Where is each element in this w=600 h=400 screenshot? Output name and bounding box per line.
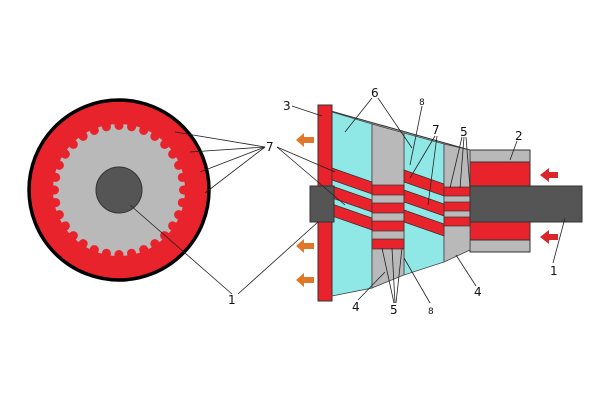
radial-blade	[177, 198, 204, 211]
label-1-left: 1	[228, 293, 236, 307]
leader-line	[189, 146, 266, 153]
leader-line	[381, 247, 395, 304]
blade-channel	[403, 209, 445, 237]
radial-blade	[127, 248, 140, 275]
radial-blade	[177, 169, 204, 182]
radial-blade	[174, 210, 199, 226]
rotor-disc	[443, 186, 471, 197]
leader-line	[391, 247, 396, 304]
radial-blade	[56, 231, 78, 253]
blade-channel	[403, 189, 445, 217]
inflow-arrow-icon	[540, 230, 558, 244]
leader-line	[409, 105, 423, 166]
leader-line	[459, 136, 465, 189]
rotor-disc	[371, 238, 405, 250]
rotor-stack-1	[371, 184, 405, 250]
leader-line	[427, 135, 438, 206]
leader-line	[174, 131, 266, 148]
radial-blade	[139, 110, 155, 135]
leader-line	[552, 217, 566, 264]
outflow-arrow-icon	[296, 273, 314, 287]
radial-blade	[39, 154, 64, 170]
outflow-arrows	[296, 133, 314, 287]
leader-line	[129, 204, 233, 295]
leader-line	[409, 135, 436, 179]
radial-blade	[150, 117, 169, 141]
label-8-top: 8	[419, 98, 425, 108]
radial-blade	[34, 169, 61, 182]
radial-blades	[33, 104, 205, 276]
rotor-stack-2	[443, 186, 471, 227]
rear-shaft	[469, 185, 583, 223]
leader-line	[344, 97, 373, 133]
leader-line	[377, 97, 413, 149]
label-5-top: 5	[460, 125, 468, 139]
blade-channels	[331, 167, 445, 237]
leader-line	[395, 247, 403, 304]
radial-blade	[83, 110, 99, 135]
inflow-arrows	[540, 168, 558, 244]
radial-blade	[46, 221, 70, 240]
label-4-left: 4	[352, 300, 360, 314]
radial-blade	[179, 185, 205, 195]
radial-blade	[83, 245, 99, 270]
leader-line	[276, 146, 336, 173]
rotor-disc	[371, 220, 405, 232]
label-5-bottom: 5	[390, 303, 398, 317]
leader-line	[199, 146, 266, 173]
radial-blade	[98, 248, 111, 275]
outflow-arrow-icon	[296, 133, 314, 147]
leader-line	[449, 136, 463, 189]
label-6: 6	[371, 86, 379, 100]
label-2: 2	[515, 129, 523, 143]
radial-blade	[98, 105, 111, 132]
rotor-disc	[443, 216, 471, 227]
radial-blade	[127, 105, 140, 132]
radial-blade	[69, 239, 88, 263]
rear-housing-top	[469, 149, 531, 163]
label-1-right: 1	[550, 264, 558, 278]
rear-housing-bottom	[469, 239, 531, 253]
radial-blade	[56, 127, 78, 149]
front-shaft	[309, 185, 335, 223]
label-8-bottom: 8	[428, 307, 434, 317]
leader-lines	[129, 97, 566, 304]
leader-line	[276, 146, 346, 206]
radial-blade	[168, 221, 192, 240]
rotor-disc	[371, 184, 405, 196]
leader-line	[237, 221, 319, 295]
radial-blade	[114, 250, 124, 276]
leader-line	[291, 105, 323, 117]
radial-blade	[168, 140, 192, 159]
radial-blade	[46, 140, 70, 159]
radial-blade	[34, 198, 61, 211]
radial-blade	[69, 117, 88, 141]
leader-line	[403, 257, 431, 304]
leader-line	[455, 254, 477, 287]
radial-blade	[33, 185, 59, 195]
label-4-right: 4	[474, 285, 482, 299]
central-shaft	[95, 166, 143, 214]
rotor-disc	[443, 201, 471, 212]
leader-line	[357, 271, 386, 301]
callout-labels: 1 7 3 6 8 7 5 2 1 4 5 8 4	[228, 86, 558, 317]
leader-line	[465, 136, 471, 189]
leader-line	[509, 140, 518, 161]
radial-blade	[150, 239, 169, 263]
radial-blade	[139, 245, 155, 270]
radial-blade	[174, 154, 199, 170]
cross-section-view	[27, 98, 211, 282]
rotor-disc	[371, 202, 405, 214]
radial-blade	[160, 127, 182, 149]
inflow-arrow-icon	[540, 168, 558, 182]
label-3: 3	[283, 99, 291, 113]
outflow-arrow-icon	[296, 239, 314, 253]
side-view	[296, 104, 583, 302]
radial-blade	[114, 104, 124, 130]
leader-line	[204, 146, 266, 194]
label-7-left: 7	[266, 140, 274, 154]
radial-blade	[39, 210, 64, 226]
label-7-right: 7	[432, 123, 440, 137]
